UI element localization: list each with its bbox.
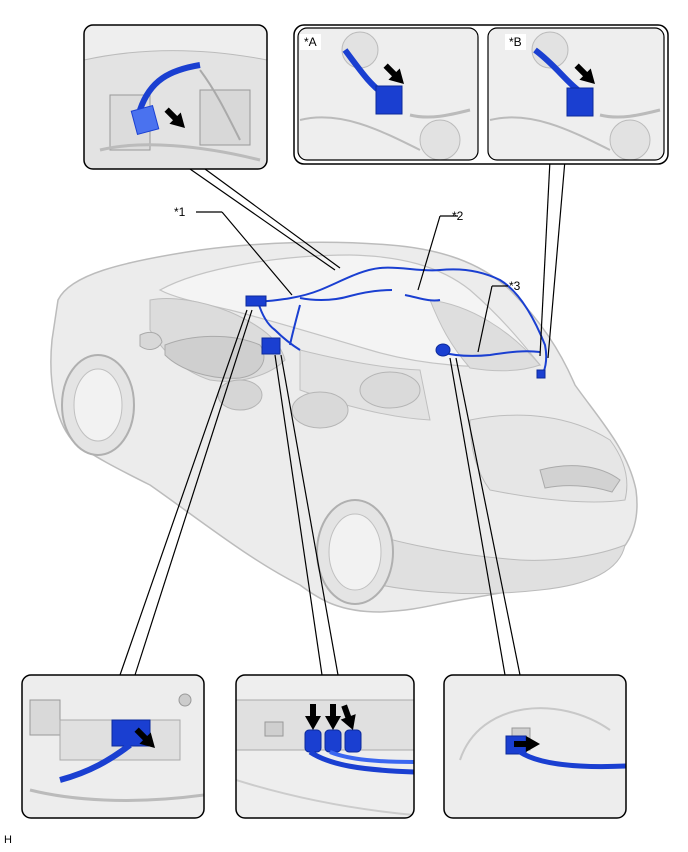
inset-roof-connector bbox=[83, 24, 268, 170]
wire-harness bbox=[257, 266, 548, 379]
arrow-icon bbox=[164, 107, 185, 128]
inset-module-connectors bbox=[235, 674, 415, 819]
callout-3-label: *3 bbox=[509, 279, 521, 293]
leader-lines bbox=[119, 159, 566, 676]
arrow-icon bbox=[134, 727, 155, 748]
callout-1-label: *1 bbox=[174, 205, 186, 219]
arrow-icon bbox=[340, 704, 356, 730]
arrow-icon bbox=[325, 704, 341, 730]
inset-rear-connector bbox=[293, 24, 669, 165]
arrow-icon bbox=[574, 63, 595, 84]
inset-dash-connector bbox=[21, 674, 205, 819]
callout-2-label: *2 bbox=[452, 209, 464, 223]
inset-rear-deck-connector bbox=[443, 674, 627, 819]
arrow-icon bbox=[514, 736, 540, 752]
inset-a-label: *A bbox=[300, 34, 321, 50]
arrow-icon bbox=[383, 63, 404, 84]
figure-code: H bbox=[4, 834, 12, 846]
harness-connectors bbox=[245, 295, 546, 379]
car-body bbox=[50, 241, 638, 613]
inset-b-label: *B bbox=[505, 34, 526, 50]
arrow-icon bbox=[305, 704, 321, 730]
